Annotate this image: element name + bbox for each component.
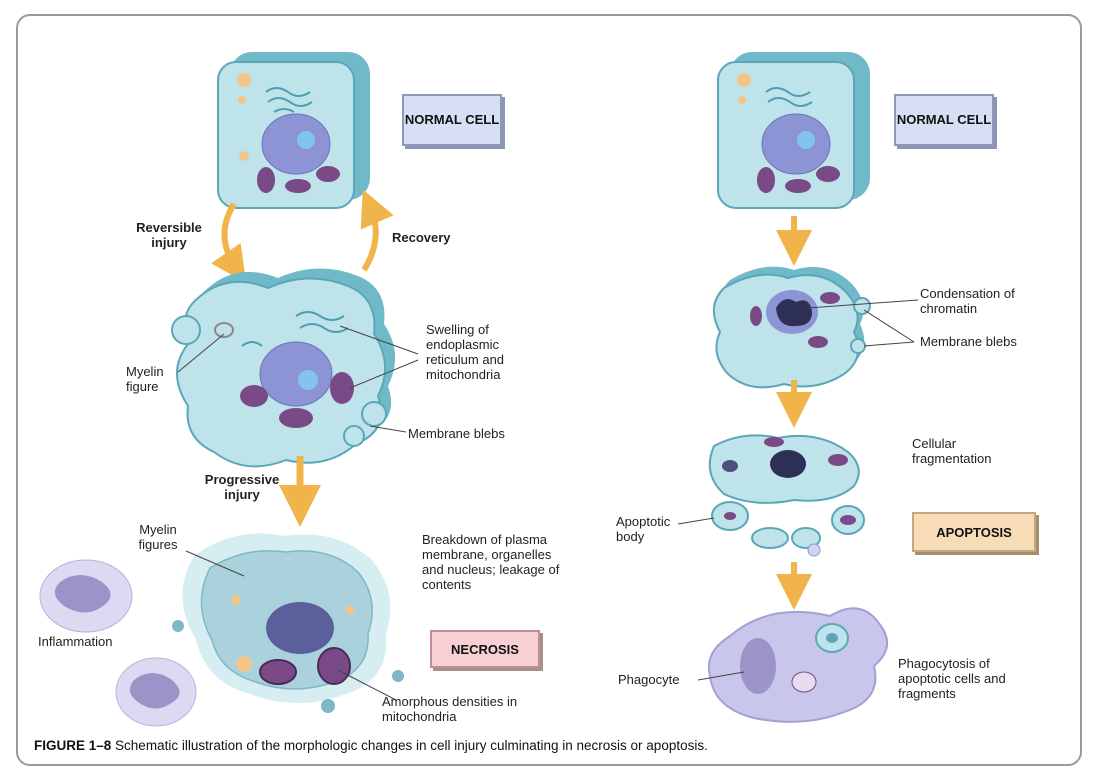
myelin-figures-label: Myelin figures bbox=[138, 522, 178, 552]
progressive-injury-label: Progressive injury bbox=[204, 472, 280, 502]
recovery-label: Recovery bbox=[392, 230, 451, 245]
figure-frame: NORMAL CELL NORMAL CELL NECROSIS APOPTOS… bbox=[16, 14, 1082, 766]
myelin-figure-label: Myelin figure bbox=[126, 364, 164, 394]
recovery-arrow bbox=[360, 189, 394, 272]
membrane-blebs-left-label: Membrane blebs bbox=[408, 426, 505, 441]
right-leaders bbox=[677, 299, 919, 681]
amorphous-label: Amorphous densities in mitochondria bbox=[382, 694, 518, 724]
figure-number: FIGURE 1–8 bbox=[34, 738, 112, 753]
figure-caption: FIGURE 1–8 Schematic illustration of the… bbox=[34, 738, 708, 753]
necrosis-box: NECROSIS bbox=[430, 630, 540, 668]
phagocyte-label: Phagocyte bbox=[618, 672, 680, 687]
reversible-injury-label: Reversible injury bbox=[136, 220, 202, 250]
breakdown-label: Breakdown of plasma membrane, organelles… bbox=[422, 532, 560, 592]
normal-cell-left bbox=[217, 52, 370, 209]
left-leaders bbox=[177, 325, 419, 701]
inflammation-label: Inflammation bbox=[38, 634, 113, 649]
phagocytosis-label: Phagocytosis of apoptotic cells and frag… bbox=[898, 656, 1006, 701]
reversible-arrow bbox=[210, 202, 247, 283]
normal-cell-right bbox=[717, 52, 870, 209]
caption-text: Schematic illustration of the morphologi… bbox=[115, 738, 708, 753]
inflammatory-cells bbox=[39, 559, 197, 727]
phagocyte-cell bbox=[708, 607, 888, 723]
apoptosis-box: APOPTOSIS bbox=[912, 512, 1036, 552]
membrane-blebs-right-label: Membrane blebs bbox=[920, 334, 1017, 349]
apoptotic-body-label: Apoptotic body bbox=[616, 514, 671, 544]
necrotic-cell bbox=[172, 533, 404, 713]
condensing-cell bbox=[713, 266, 871, 389]
swelling-label: Swelling of endoplasmic reticulum and mi… bbox=[426, 322, 505, 382]
normal-cell-box-left: NORMAL CELL bbox=[402, 94, 502, 146]
condensation-label: Condensation of chromatin bbox=[920, 286, 1015, 316]
cellular-fragmentation-label: Cellular fragmentation bbox=[912, 436, 992, 466]
swollen-cell bbox=[171, 268, 396, 468]
normal-cell-box-right: NORMAL CELL bbox=[894, 94, 994, 146]
fragmenting-cell bbox=[708, 434, 865, 557]
diagram-canvas bbox=[39, 52, 919, 727]
